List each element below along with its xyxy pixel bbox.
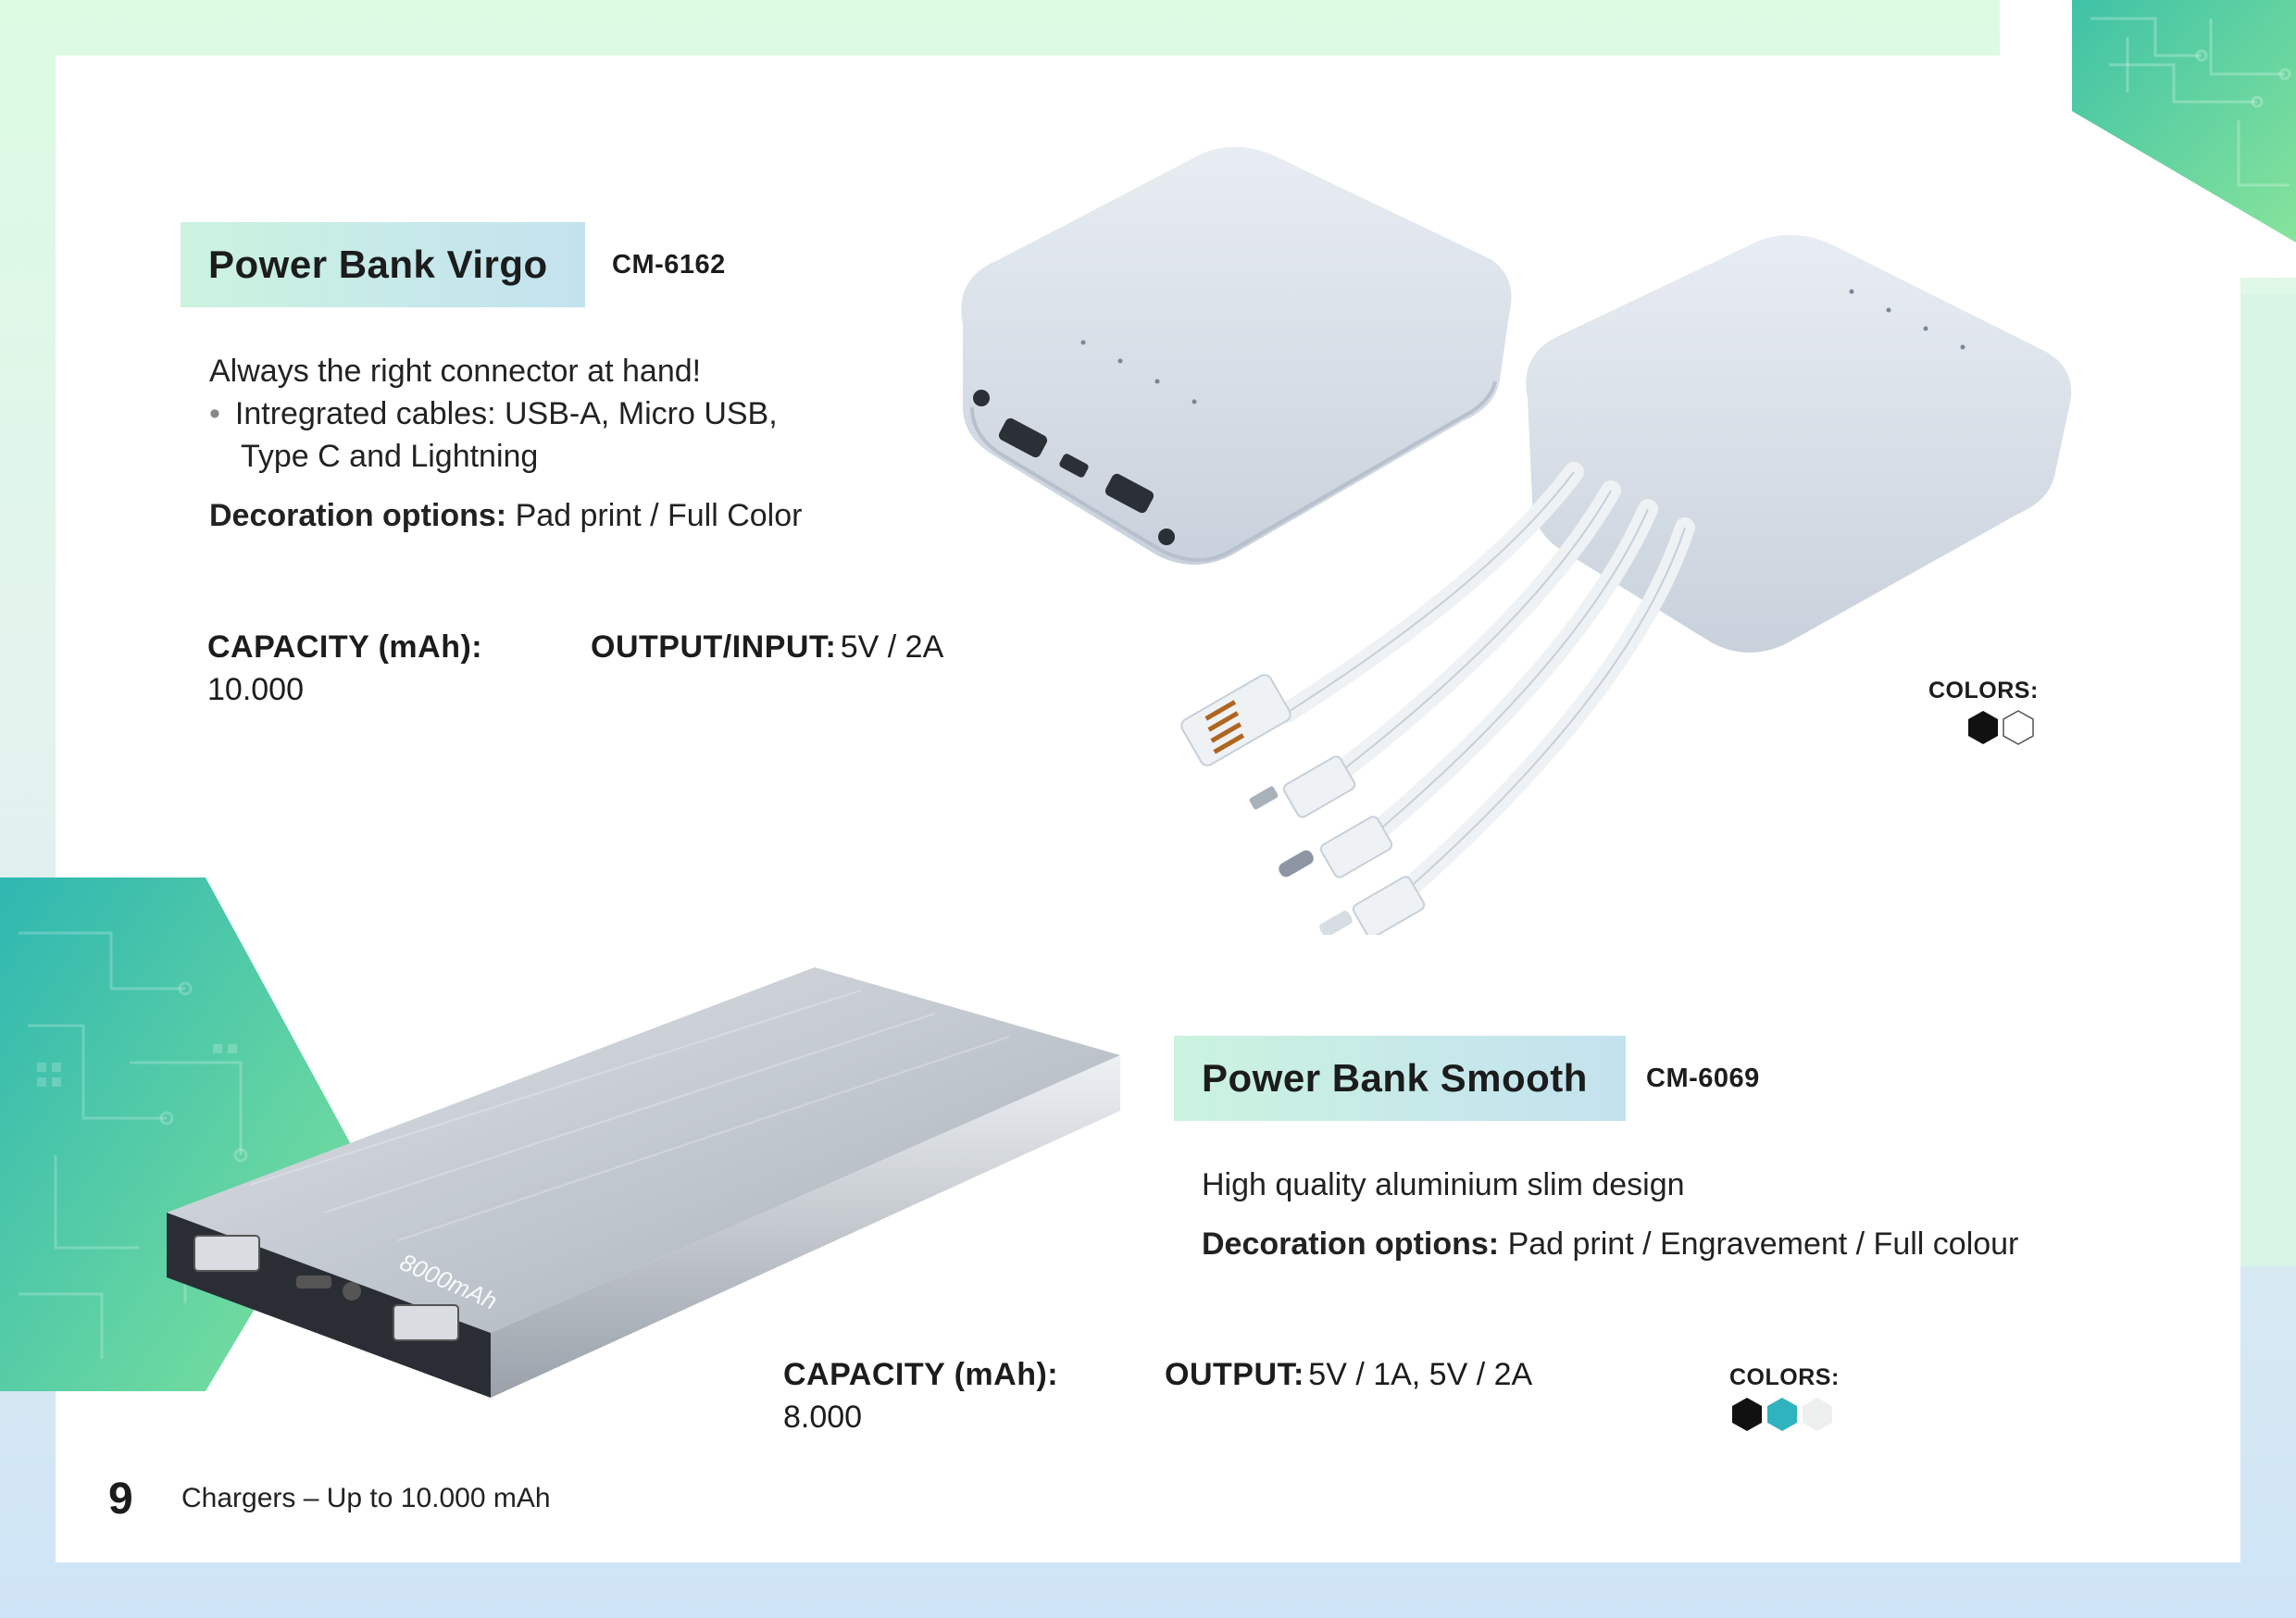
product2-decoration: Decoration options: Pad print / Engravem… bbox=[1202, 1223, 2018, 1265]
power-bank-back bbox=[1526, 234, 2072, 653]
product1-bullet-line2: Type C and Lightning bbox=[241, 439, 539, 474]
product2-output-value: 5V / 1A, 5V / 2A bbox=[1308, 1357, 1533, 1392]
product1-capacity-value: 10.000 bbox=[207, 672, 304, 707]
product2-title: Power Bank Smooth bbox=[1202, 1056, 1588, 1100]
usb-port-icon bbox=[193, 1235, 260, 1272]
slim-power-bank bbox=[167, 967, 1120, 1398]
product2-deco-value: Pad print / Engravement / Full colour bbox=[1507, 1226, 2019, 1262]
product2-output: OUTPUT: 5V / 1A, 5V / 2A bbox=[1165, 1357, 1532, 1393]
product1-deco-value: Pad print / Full Color bbox=[515, 498, 803, 533]
product2-colors-label: COLORS: bbox=[1729, 1364, 1840, 1390]
lightning-connector bbox=[1352, 876, 1426, 935]
type-c-connector bbox=[1319, 815, 1393, 878]
color-swatch-white bbox=[2003, 710, 2034, 745]
product1-output: OUTPUT/INPUT: 5V / 2A bbox=[591, 629, 943, 666]
product2-intro: High quality aluminium slim design bbox=[1202, 1167, 1685, 1202]
side-band-right bbox=[2240, 294, 2296, 1266]
product2-output-label: OUTPUT: bbox=[1165, 1357, 1304, 1392]
usb-a-connector bbox=[1180, 674, 1292, 766]
color-swatch-silver bbox=[1803, 1398, 1832, 1431]
micro-usb-connector bbox=[1282, 755, 1356, 818]
product2-deco-label: Decoration options: bbox=[1202, 1226, 1500, 1262]
product1-intro: Always the right connector at hand! bbox=[209, 354, 702, 389]
color-swatch-teal bbox=[1767, 1398, 1797, 1431]
product1-bullet: • Intregrated cables: USB-A, Micro USB, bbox=[209, 392, 778, 435]
product2-code: CM-6069 bbox=[1646, 1064, 1760, 1093]
power-bank-front bbox=[961, 146, 1512, 566]
product1-color-swatches bbox=[1967, 710, 2034, 745]
product2-color-swatches bbox=[1731, 1397, 1833, 1432]
product2-capacity-label: CAPACITY (mAh): bbox=[783, 1357, 1059, 1392]
product1-colors-label: COLORS: bbox=[1928, 678, 2039, 703]
footer-text: Chargers – Up to 10.000 mAh bbox=[181, 1483, 551, 1513]
product1-bullet-line1: Intregrated cables: USB-A, Micro USB, bbox=[234, 396, 778, 431]
product1-image bbox=[961, 146, 2072, 935]
product1-title: Power Bank Virgo bbox=[208, 243, 548, 286]
product1-decoration: Decoration options: Pad print / Full Col… bbox=[209, 494, 802, 537]
usb-port-icon bbox=[393, 1304, 459, 1341]
bullet-icon: • bbox=[209, 396, 220, 431]
color-swatch-black bbox=[1968, 711, 1998, 744]
product1-capacity-label: CAPACITY (mAh): bbox=[207, 629, 483, 665]
product1-output-label: OUTPUT/INPUT: bbox=[591, 629, 837, 665]
page-number: 9 bbox=[108, 1475, 133, 1524]
circuit-decoration-top-right bbox=[2072, 0, 2296, 243]
product1-code: CM-6162 bbox=[612, 250, 726, 280]
color-swatch-black bbox=[1732, 1398, 1762, 1431]
product2-title-box: Power Bank Smooth bbox=[1174, 1036, 1626, 1121]
product1-title-box: Power Bank Virgo bbox=[181, 222, 585, 307]
product1-output-value: 5V / 2A bbox=[840, 629, 944, 665]
product2-capacity-value: 8.000 bbox=[783, 1400, 863, 1435]
product1-deco-label: Decoration options: bbox=[209, 498, 507, 533]
product2-image: 8000mAh bbox=[167, 967, 1120, 1398]
